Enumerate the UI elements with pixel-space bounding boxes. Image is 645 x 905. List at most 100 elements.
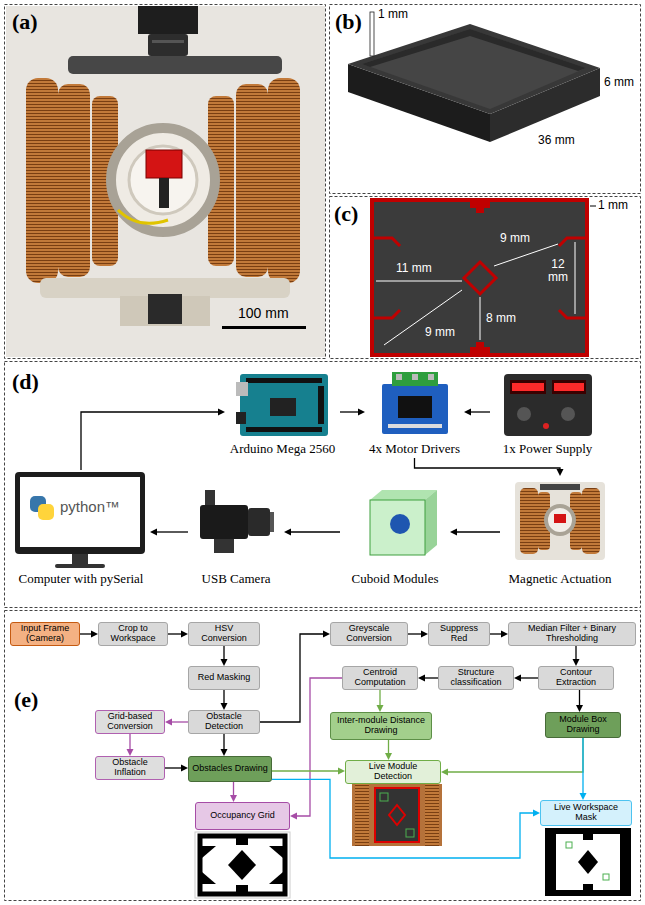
arrow-head xyxy=(385,753,392,760)
panel-frame xyxy=(330,197,641,359)
scale-label: 100 mm xyxy=(238,306,289,321)
workspace-drawing xyxy=(559,238,585,246)
connector-line xyxy=(388,740,389,754)
result-images xyxy=(195,784,631,898)
coil-photo xyxy=(129,146,197,214)
box-label: Obstacle Inflation xyxy=(99,758,161,778)
connector-line xyxy=(223,646,224,660)
result-images xyxy=(603,874,609,880)
box-label: Centroid Computation xyxy=(346,668,414,688)
arrow-head xyxy=(338,768,345,775)
process-box: Inter-module Distance Drawing xyxy=(330,712,432,740)
box-label: Input Frame (Camera) xyxy=(14,624,76,644)
device-node: 4x Motor Drivers xyxy=(365,366,464,458)
coil-photo xyxy=(159,178,169,208)
hardware-icons xyxy=(236,382,248,396)
hardware-icons xyxy=(318,386,324,424)
arrow-head xyxy=(450,529,457,536)
hardware-icons xyxy=(388,424,442,428)
device-node: USB Camera xyxy=(188,476,284,588)
connector-line xyxy=(415,458,561,470)
connector-line xyxy=(520,677,538,678)
result-images xyxy=(556,834,620,890)
hardware-icons xyxy=(15,472,145,554)
hardware-icons xyxy=(200,505,248,539)
hardware-icons xyxy=(270,512,274,532)
connector-line xyxy=(168,633,182,634)
process-box: HSV Conversion xyxy=(188,622,260,646)
hardware-icons xyxy=(554,514,566,523)
result-images xyxy=(236,838,248,845)
box-label: Contour Extraction xyxy=(542,668,610,688)
hardware-icons xyxy=(561,407,575,421)
connector-line xyxy=(470,411,490,412)
process-box: Greyscale Conversion xyxy=(330,622,408,646)
result-images xyxy=(545,828,631,896)
panel-frame xyxy=(5,5,641,901)
arrow-head xyxy=(464,409,471,416)
process-box: Live Module Detection xyxy=(345,760,441,784)
coil-photo xyxy=(68,56,282,74)
arrow-head xyxy=(576,705,583,712)
coil-photo xyxy=(6,6,325,357)
result-images xyxy=(269,872,283,884)
dimension-label: 1 mm xyxy=(378,8,408,21)
workspace-drawing xyxy=(464,262,496,294)
process-box: Occupancy Grid xyxy=(195,802,290,830)
arrow-head xyxy=(514,675,521,682)
connector xyxy=(514,675,538,682)
process-box: Input Frame (Camera) xyxy=(10,622,80,646)
box-label: Live Workspace Mask xyxy=(544,803,628,823)
connector-line xyxy=(456,531,500,532)
box-label: Obstacle Detection xyxy=(192,712,256,732)
coil-photo xyxy=(146,150,182,178)
logo-text: python™ xyxy=(60,499,120,516)
device-node: 1x Power Supply xyxy=(490,366,605,458)
connector-line xyxy=(447,738,583,772)
box-label: Module Box Drawing xyxy=(549,715,617,735)
connector xyxy=(464,409,490,416)
process-box: Contour Extraction xyxy=(538,666,614,690)
device-caption: USB Camera xyxy=(202,572,271,586)
process-box: Obstacle Detection xyxy=(188,710,260,734)
hardware-icons xyxy=(20,477,140,547)
device-node: Arduino Mega 2560 xyxy=(225,366,340,458)
panel-frame xyxy=(5,5,326,359)
dimension-line xyxy=(384,290,462,345)
hardware-icons xyxy=(515,482,605,560)
hardware-icons xyxy=(236,412,246,424)
arrow-head xyxy=(377,705,384,712)
process-box: Red Masking xyxy=(188,666,260,690)
hardware-icons xyxy=(392,372,438,386)
panel-letter: (a) xyxy=(12,10,38,34)
scale-bar xyxy=(222,326,306,329)
hardware-icons xyxy=(72,554,88,564)
box-label: Crop to Workspace xyxy=(102,624,164,644)
process-box: Structure classification xyxy=(438,666,514,690)
device-node: Computer with pySerial xyxy=(12,470,150,588)
coil-photo xyxy=(111,128,215,232)
coil-photo xyxy=(152,40,184,43)
connector xyxy=(418,675,438,682)
hardware-icons xyxy=(38,504,54,520)
connector-line xyxy=(272,770,339,771)
result-images xyxy=(380,793,388,801)
connector xyxy=(415,458,564,476)
result-images xyxy=(228,850,256,880)
arrow-head xyxy=(165,719,172,726)
workspace-drawing xyxy=(476,342,484,347)
connector-line xyxy=(223,690,224,704)
dimension-line xyxy=(480,297,481,340)
hardware-icons xyxy=(270,398,296,416)
panel-frame xyxy=(5,611,641,901)
arrow-head xyxy=(358,409,365,416)
result-images xyxy=(406,829,414,837)
arrow-head xyxy=(441,769,448,776)
device-caption: 1x Power Supply xyxy=(503,442,593,456)
process-box: Grid-based Conversion xyxy=(95,710,165,734)
workspace-drawing xyxy=(470,347,490,353)
arrow-head xyxy=(573,659,580,666)
result-images xyxy=(578,850,598,874)
process-box: Obstacles Drawing xyxy=(188,756,272,782)
arrow-head xyxy=(221,749,228,756)
